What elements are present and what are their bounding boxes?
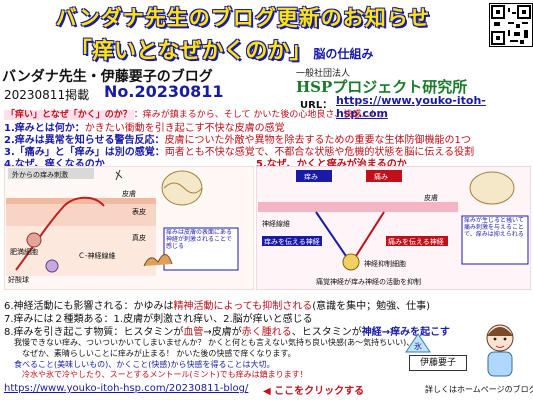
figure1-note-box bbox=[163, 227, 239, 271]
point-8-b: 赤く腫れる bbox=[241, 327, 292, 338]
pain-nerve-line bbox=[355, 211, 385, 257]
pain-label-box bbox=[366, 170, 402, 182]
point-6-tail: (意識を集中；勉強、仕事) bbox=[312, 301, 431, 312]
banner-subtitle-main: 「痒いとなぜかくのか」 bbox=[70, 39, 312, 64]
section-4-heading: 4.なぜ、痒くなるのか bbox=[4, 159, 105, 170]
author-badge: 伊藤要子 bbox=[409, 355, 467, 371]
eosinophil bbox=[45, 259, 59, 273]
brain-icon-2 bbox=[469, 171, 515, 205]
figure2-note-box bbox=[461, 215, 529, 265]
ice-icon: 氷 bbox=[405, 333, 431, 353]
point-8-mid: →皮膚が bbox=[203, 327, 242, 338]
svg-text:氷: 氷 bbox=[414, 341, 422, 351]
url-label: URL： bbox=[300, 100, 333, 111]
post-date: 20230811掲載 bbox=[4, 88, 90, 102]
note-2: なぜか、素晴らしいことに痒みが止まる！ かいた後の快感で痒くなります。 bbox=[22, 349, 296, 358]
note-3: 食べること(美味しいもの)、かくこと(快感)から快感を得ることは大切。 bbox=[14, 360, 275, 369]
point-1-lead: 1.痒みとは何か： bbox=[4, 123, 85, 134]
blog-name: バンダナ先生・伊藤要子のブログ bbox=[2, 69, 213, 85]
figure2-label-skin: 皮膚 bbox=[424, 193, 438, 202]
figure2-label-pain: 痛み bbox=[374, 172, 388, 181]
brain-icon bbox=[161, 170, 203, 206]
point-3-text: 両者とも不快な感覚で、不都合な状態や危機的状態を脳に伝える役割 bbox=[164, 147, 475, 158]
header-banner bbox=[0, 0, 533, 65]
figure1-label-dermis: 真皮 bbox=[132, 233, 146, 242]
point-8-c: 神経→痒みを起こす bbox=[361, 327, 450, 338]
figure1-title: 外からの痒み刺激 bbox=[12, 170, 68, 179]
point-8-a: 血管 bbox=[183, 327, 204, 338]
figure2-note: 痒みが生じると掻いて痛み刺激を与えることで、痒みは抑えられる bbox=[464, 217, 524, 238]
point-6-lead: 6.神経活動にも影響される：かゆみは bbox=[4, 301, 174, 312]
figure2-label-nerve-fiber: 神経線維 bbox=[262, 219, 290, 228]
point-7: 7.痒みには２種類ある：1.皮膚が刺激され痒い、2.脳が痒いと感じる bbox=[4, 314, 313, 325]
subtitle: 「痒い」となぜ「かく」のか？：痒みが鎮まるから、そして かいた後の心地良さ、快感… bbox=[4, 107, 388, 120]
itch-nerve-line bbox=[315, 211, 347, 257]
figure1-label-eosinophil: 好酸球 bbox=[8, 275, 29, 284]
point-2-lead: 2.痒みは異常を知らせる警告反応： bbox=[4, 135, 165, 146]
subtitle-rest: ：痒みが鎮まるから、そして かいた後の心地良さ、快感…！。 bbox=[133, 110, 389, 120]
figure2-label-suppress: 痛覚神経が痒み神経の活動を抑制 bbox=[316, 277, 421, 286]
figure1-label-skin: 皮膚 bbox=[122, 189, 136, 198]
arrow-right-icon: ◀ bbox=[263, 386, 275, 397]
itch-label-box bbox=[296, 170, 332, 182]
figure1-title-box bbox=[8, 168, 94, 179]
banner-subtitle-suffix: 脳の仕組み bbox=[313, 47, 374, 61]
banner-title: バンダナ先生のブログ更新のお知らせ bbox=[55, 6, 431, 30]
section-5-heading: 5.なぜ、かくと痒みが治まるのか bbox=[256, 159, 407, 170]
dog-icon bbox=[143, 254, 173, 267]
point-1: 1.痒みとは何か：かきたい衝動を引き起こす不快な皮膚の感覚 bbox=[4, 119, 285, 134]
figure1-label-c-fiber: Ｃ-神経線維 bbox=[78, 251, 116, 260]
banner-subtitle: 「痒いとなぜかくのか」脳の仕組み bbox=[70, 33, 373, 65]
point-2: 2.痒みは異常を知らせる警告反応：皮膚についた外敵や異物を除去するための重要な生… bbox=[4, 131, 471, 146]
note-1: 我慢できない痒み、ついついかいてしまいませんか？ かくと何とも言えない気持ち良い… bbox=[14, 338, 415, 347]
point-1-text: かきたい衝動を引き起こす不快な皮膚の感覚 bbox=[84, 123, 285, 134]
scratch-suppression-illustration: 痒み 痛み 皮膚 神経線維 痒みを伝える神経 痛みを伝える神経 神経抑制細胞 痛… bbox=[256, 166, 531, 290]
post-number: No.20230811 bbox=[104, 82, 224, 101]
point-8: 8.痒みを引き起こす物質：ヒスタミンが血管→皮膚が赤く腫れる、ヒスタミンが神経→… bbox=[4, 323, 450, 338]
point-2-text: 皮膚についた外敵や異物を除去するための重要な生体防御機能の1つ bbox=[164, 135, 471, 146]
mast-cell bbox=[26, 232, 42, 248]
inhibitory-cell bbox=[342, 253, 360, 271]
org-name: HSPプロジェクト研究所 bbox=[296, 78, 468, 96]
figure1-label-mast-cell: 肥満細胞 bbox=[10, 247, 38, 256]
figure1-note: 痒みは皮膚の表面にある神経が刺激されることで感じる bbox=[166, 229, 233, 250]
blog-post-link[interactable]: https://www.youko-itoh-hsp.com/20230811-… bbox=[4, 383, 249, 394]
subtitle-highlight: 「痒い」となぜ「かく」のか？ bbox=[4, 110, 134, 120]
point-3: 3.「痛み」と「痒み」は別の感覚：両者とも不快な感覚で、不都合な状態や危機的状態… bbox=[4, 143, 474, 158]
figure1-label-epidermis: 表皮 bbox=[132, 207, 146, 216]
figure2-label-itch: 痒み bbox=[304, 172, 318, 181]
point-8-mid2: 、ヒスタミンが bbox=[291, 327, 362, 338]
itch-mechanism-illustration: 外からの痒み刺激 皮膚 表皮 真皮 肥満細胞 好酸球 Ｃ-神経線維 痒みは皮膚の… bbox=[4, 166, 254, 290]
site-url-link[interactable]: https://www.youko-itoh-hsp.com bbox=[336, 94, 486, 120]
point-3-lead: 3.「痛み」と「痒み」は別の感覚： bbox=[4, 147, 165, 158]
click-here-link[interactable]: ◀ ここをクリックする bbox=[263, 382, 364, 397]
point-8-lead: 8.痒みを引き起こす物質：ヒスタミンが bbox=[4, 327, 184, 338]
figure2-label-itch-nerve: 痒みを伝える神経 bbox=[264, 237, 320, 246]
nerve-fiber bbox=[15, 196, 105, 271]
org-prefix: 一般社団法人 bbox=[296, 69, 351, 79]
figure2-label-inhibitory: 神経抑制細胞 bbox=[364, 259, 406, 268]
figure2-label-pain-nerve: 痛みを伝える神経 bbox=[388, 237, 444, 246]
mosquito-icon bbox=[115, 169, 123, 181]
qr-code-icon[interactable] bbox=[489, 3, 533, 47]
girl-illustration-icon bbox=[486, 324, 514, 377]
point-6-text: 精神活動によっても抑制される bbox=[173, 301, 313, 312]
point-6: 6.神経活動にも影響される：かゆみは精神活動によっても抑制される(意識を集中；勉… bbox=[4, 297, 430, 312]
footer-tail: 詳しくはホームページのブログで bbox=[425, 385, 533, 394]
click-here-label: ここをクリックする bbox=[274, 386, 365, 397]
note-4: 冷水や氷で冷やしたり、スーとするメントール(ミント)でも痒みは鎮まります！ bbox=[22, 370, 308, 379]
